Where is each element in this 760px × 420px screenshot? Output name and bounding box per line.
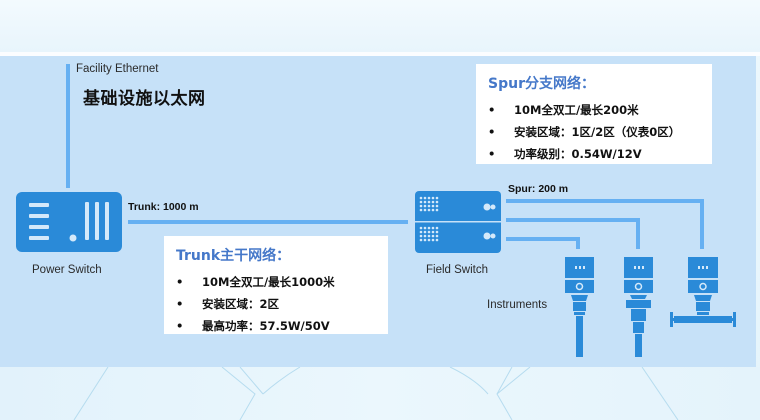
field-switch-label: Field Switch — [426, 264, 488, 276]
facility-ethernet-title: 基础设施以太网 — [83, 89, 206, 109]
spur-line-1-drop — [700, 199, 704, 249]
spur-line-3-drop — [576, 237, 580, 249]
spur-line-3 — [506, 237, 580, 241]
spur-line-1 — [506, 199, 704, 203]
trunk-card-list: •10M全双工/最长1000米 •安装区域：2区 •最高功率：57.5W/50V — [176, 271, 376, 337]
spur-card-title: Spur分支网络： — [488, 76, 595, 92]
power-switch-icon — [29, 202, 109, 242]
instrument-level-transmitter[interactable] — [623, 257, 655, 357]
instruments-label: Instruments — [487, 299, 548, 311]
instrument-pressure-transmitter[interactable] — [565, 257, 595, 357]
facility-ethernet-label: Facility Ethernet — [76, 63, 159, 75]
instrument-flow-meter[interactable] — [669, 257, 739, 329]
background-top — [0, 0, 760, 52]
trunk-info-card: Trunk主干网络： •10M全双工/最长1000米 •安装区域：2区 •最高功… — [164, 236, 388, 334]
list-item: •安装区域：1区/2区（仪表0区） — [488, 125, 681, 139]
list-item: •功率级别：0.54W/12V — [488, 147, 642, 161]
trunk-label: Trunk: 1000 m — [128, 201, 199, 213]
spur-info-card: Spur分支网络： •10M全双工/最长200米 •安装区域：1区/2区（仪表0… — [476, 64, 712, 164]
flow-meter-icon — [670, 257, 736, 327]
spur-line-2-drop — [636, 218, 640, 249]
trunk-card-title: Trunk主干网络： — [176, 248, 291, 264]
facility-ethernet-line — [66, 64, 70, 188]
level-transmitter-icon — [624, 257, 653, 357]
power-switch[interactable] — [16, 192, 122, 252]
list-item: •安装区域：2区 — [176, 297, 280, 311]
background-bottom — [0, 367, 760, 420]
field-switch[interactable] — [415, 191, 501, 253]
list-item: •10M全双工/最长1000米 — [176, 275, 335, 289]
trunk-line — [128, 220, 408, 224]
decorative-lines — [73, 367, 679, 420]
pressure-transmitter-icon — [565, 257, 594, 357]
divider — [0, 52, 760, 56]
spur-line-2 — [506, 218, 640, 222]
list-item: •10M全双工/最长200米 — [488, 103, 639, 117]
field-switch-icon — [415, 196, 501, 242]
list-item: •最高功率：57.5W/50V — [176, 319, 330, 333]
spur-card-list: •10M全双工/最长200米 •安装区域：1区/2区（仪表0区） •功率级别：0… — [488, 99, 700, 165]
spur-label: Spur: 200 m — [508, 183, 569, 195]
power-switch-label: Power Switch — [32, 264, 102, 276]
